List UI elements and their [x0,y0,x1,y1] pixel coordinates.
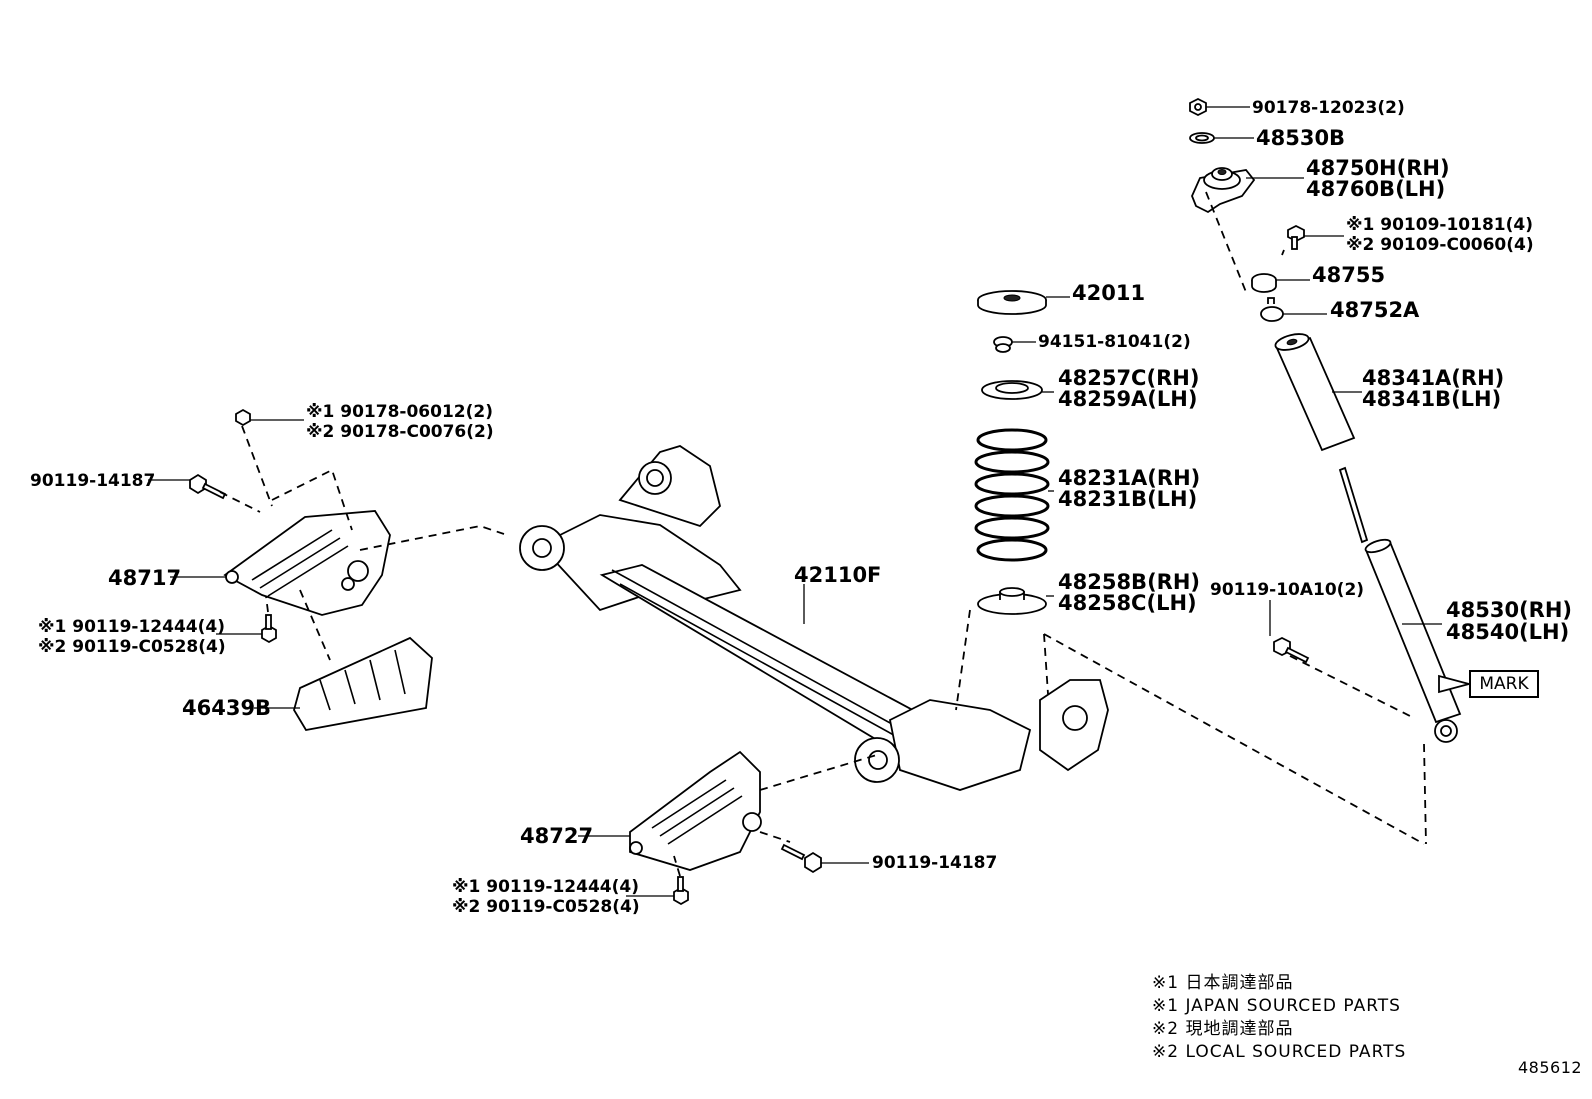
legend-line-3: ※2 現地調達部品 [1152,1019,1294,1039]
bolt-90119-14187-bottom [780,843,822,874]
legend-line-2: ※1 JAPAN SOURCED PARTS [1152,996,1401,1016]
bolt-90119-12444-top [261,614,277,644]
part-48755: 48755 [1312,263,1386,287]
part-94151-81041: 94151-81041(2) [1038,332,1191,352]
bolt-90119-14187-top [189,473,227,500]
part-90119-c0528-top: ※2 90119-C0528(4) [38,637,226,657]
part-48530b: 48530B [1256,126,1346,150]
mark-arrow [1438,674,1473,694]
part-48530-rh: 48530(RH) [1446,598,1572,622]
bracket-48717 [223,510,391,616]
legend-line-1: ※1 日本調達部品 [1152,973,1294,993]
part-48727: 48727 [520,824,594,848]
part-90119-12444-top: ※1 90119-12444(4) [38,617,225,637]
part-90109-10181: ※1 90109-10181(4) [1346,215,1533,235]
part-48752a: 48752A [1330,298,1420,322]
part-42011: 42011 [1072,281,1146,305]
cushion-48752a [1260,297,1284,322]
dust-boot [1274,333,1356,452]
bound-stopper-48755 [1251,273,1277,293]
part-90119-14187-top: 90119-14187 [30,471,156,491]
upper-support [1191,167,1256,214]
part-90119-12444-bottom: ※1 90119-12444(4) [452,877,639,897]
part-48717: 48717 [108,566,182,590]
part-48258b-rh: 48258B(RH) [1058,570,1201,594]
part-48231b-lh: 48231B(LH) [1058,487,1198,511]
part-42110f: 42110F [794,563,882,587]
part-90119-14187-bottom: 90119-14187 [872,853,998,873]
leader-lines [148,106,1442,897]
part-46439b: 46439B [182,696,272,720]
part-90178-06012: ※1 90178-06012(2) [306,402,493,422]
washer-48530b [1189,132,1215,144]
part-90119-10a10: 90119-10A10(2) [1210,580,1365,600]
bolt-90119-12444-bottom [673,876,689,906]
legend-line-4: ※2 LOCAL SOURCED PARTS [1152,1042,1407,1062]
part-48231a-rh: 48231A(RH) [1058,466,1201,490]
upper-nut-left [235,408,251,427]
part-48258c-lh: 48258C(LH) [1058,591,1197,615]
part-48341a-rh: 48341A(RH) [1362,366,1505,390]
part-90178-c0076: ※2 90178-C0076(2) [306,422,494,442]
part-48540-lh: 48540(LH) [1446,620,1570,644]
part-48750h-rh: 48750H(RH) [1306,156,1450,180]
axle-beam [519,445,1109,791]
legend: ※1 日本調達部品 ※1 JAPAN SOURCED PARTS ※2 現地調達… [1152,972,1406,1064]
part-48259a-lh: 48259A(LH) [1058,387,1198,411]
coil-spring [974,428,1050,562]
spring-seat-42011 [977,290,1047,315]
upper-nut [1189,97,1207,117]
lower-insulator [977,587,1047,615]
mark-label: MARK [1469,670,1539,698]
part-48341b-lh: 48341B(LH) [1362,387,1502,411]
support-bolt [1287,224,1305,250]
assembly-dashes [219,191,1427,877]
part-48257c-rh: 48257C(RH) [1058,366,1200,390]
diagram-id: 485612 [1518,1058,1583,1077]
bracket-48727 [629,750,762,871]
part-90109-c0060: ※2 90109-C0060(4) [1346,235,1534,255]
part-48760b-lh: 48760B(LH) [1306,177,1446,201]
cover-46439b [293,636,433,731]
shock-lower-bolt [1273,636,1310,664]
shock-absorber [1338,466,1462,743]
part-90119-c0528-bottom: ※2 90119-C0528(4) [452,897,640,917]
nut-94151 [993,336,1013,353]
part-90178-12023: 90178-12023(2) [1252,98,1405,118]
upper-insulator [981,380,1043,400]
